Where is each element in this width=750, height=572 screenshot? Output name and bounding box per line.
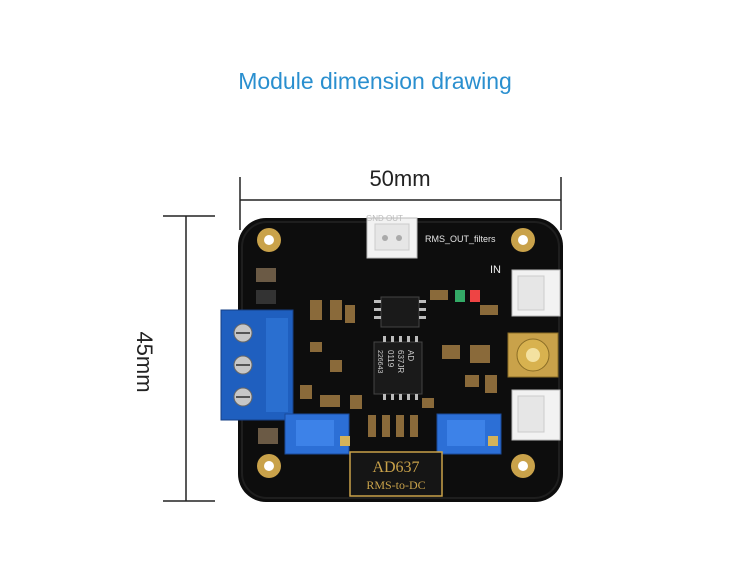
width-dimension-line — [239, 177, 562, 230]
mounting-hole-icon — [257, 228, 535, 478]
badge-subtitle: RMS-to-DC — [366, 478, 425, 492]
small-chip — [374, 296, 426, 328]
chip-code: 226643 — [376, 350, 383, 373]
name-badge — [349, 451, 443, 497]
smd-components — [256, 268, 498, 444]
sma-connector — [507, 332, 559, 378]
output-connector — [511, 389, 561, 441]
screw-terminal — [220, 309, 294, 421]
height-dimension-line — [163, 215, 215, 502]
page-title: Module dimension drawing — [238, 68, 512, 94]
badge-title: AD637 — [372, 459, 419, 476]
right-potentiometer — [436, 413, 502, 455]
chip-brand: AD — [406, 350, 415, 361]
input-connector — [511, 269, 561, 317]
silkscreen-in: IN — [490, 264, 501, 276]
top-connector — [366, 217, 418, 259]
ad637-chip: AD 637JR 0119 226643 — [373, 336, 423, 400]
chip-lot: 0119 — [386, 350, 395, 368]
chip-part: 637JR — [396, 350, 405, 373]
silkscreen-gnd-out: GND OUT — [366, 214, 403, 223]
silkscreen-rms-out: RMS_OUT_filters — [425, 234, 496, 244]
width-dimension-label: 50mm — [369, 166, 431, 191]
left-potentiometer — [284, 413, 350, 455]
